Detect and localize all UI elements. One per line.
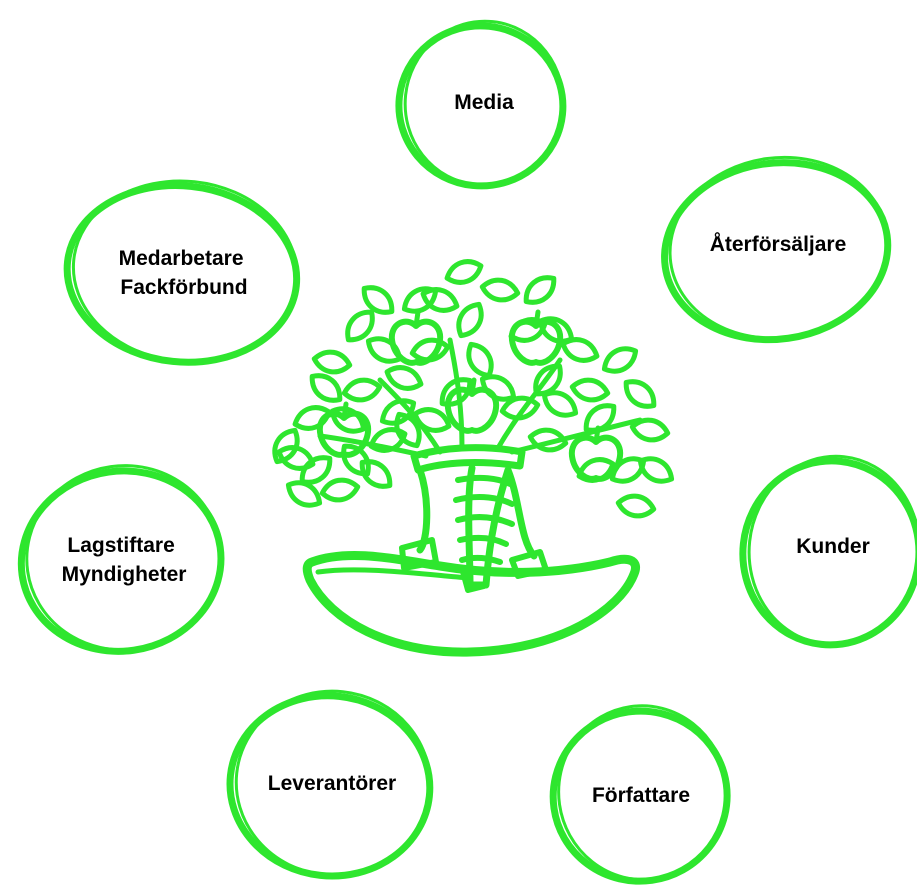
tree-leaf	[499, 395, 541, 421]
tree-apple	[568, 425, 624, 482]
tree-leaf	[523, 275, 557, 305]
stakeholder-circle-forfattare	[557, 704, 729, 882]
tree-leaf	[309, 373, 343, 403]
tree-leaf	[420, 287, 460, 313]
tree-leaf	[527, 427, 569, 453]
stakeholder-circles	[17, 19, 917, 885]
tree-leaf	[394, 411, 422, 449]
tree-leaf	[319, 477, 361, 503]
tree-leaf	[412, 407, 452, 433]
stakeholder-circle-aterforsaljare	[668, 155, 889, 340]
tree-leaf	[629, 417, 671, 443]
tree-apples	[316, 309, 624, 482]
tree-leaf	[299, 455, 333, 485]
tree-leaf	[359, 459, 393, 489]
tree-leaf	[439, 377, 473, 407]
stakeholder-circle-lagstiftare	[17, 467, 225, 655]
stakeholder-circle-lagstiftare	[25, 464, 223, 652]
tree-leaf	[569, 377, 611, 403]
tree-leaf	[368, 427, 408, 453]
tree-leaf	[560, 337, 600, 363]
tree-leaf	[479, 277, 521, 303]
node-label-leverantorer: Leverantörer	[268, 772, 396, 795]
tree-leaf	[456, 301, 484, 339]
tree-leaf	[601, 346, 639, 374]
tree-apple	[388, 309, 444, 366]
tree-leaf	[285, 480, 323, 508]
node-label-kunder: Kunder	[796, 535, 870, 558]
tree-leaf	[409, 337, 451, 363]
apple-tree-icon	[272, 259, 675, 657]
tree-leaf	[615, 493, 657, 519]
tree-leaf	[272, 427, 300, 465]
node-label-forfattare: Författare	[592, 784, 690, 807]
tree-apple	[508, 309, 564, 366]
tree-root-right	[509, 549, 549, 579]
node-label-media: Media	[454, 91, 514, 114]
tree-leaf	[541, 390, 579, 418]
node-label-aterforsaljare: Återförsäljare	[710, 232, 847, 256]
tree-apple	[316, 401, 372, 458]
stakeholder-circle-kunder	[747, 454, 917, 646]
stakeholder-labels: Media Återförsäljare Kunder Författare L…	[62, 91, 870, 807]
stakeholder-circle-medarbetare	[63, 182, 301, 366]
stakeholder-circle-leverantorer	[234, 689, 432, 877]
tree-apple	[444, 377, 500, 434]
tree-leaf	[361, 285, 395, 315]
tree-leaf	[623, 379, 657, 409]
tree-leaf	[637, 456, 675, 484]
stakeholder-circle-media	[403, 19, 565, 187]
node-label-lagstiftare: Lagstiftare Myndigheter	[62, 534, 187, 586]
tree-leaf	[341, 377, 383, 403]
tree-leaf	[276, 445, 316, 471]
tree-leaf	[444, 259, 484, 285]
node-label-medarbetare: Medarbetare Fackförbund	[119, 247, 250, 299]
tree-ground	[302, 550, 640, 657]
tree-leaf	[345, 309, 375, 343]
stakeholder-circle-medarbetare	[71, 179, 299, 363]
tree-leaf	[311, 349, 353, 375]
tree-leaf	[384, 365, 424, 391]
